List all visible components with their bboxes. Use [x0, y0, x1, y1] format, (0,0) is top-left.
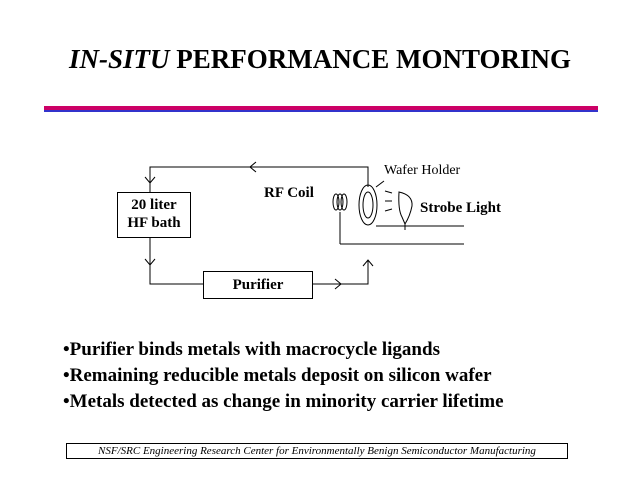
- strobe-light-label: Strobe Light: [420, 200, 501, 216]
- rf-coil-icon: [332, 193, 348, 211]
- purifier-box: Purifier: [203, 271, 313, 299]
- loop-left-line: [149, 238, 204, 285]
- arrow-right-up: [362, 259, 374, 267]
- arrow-top: [249, 161, 257, 173]
- bullet-item: •Remaining reducible metals deposit on s…: [63, 365, 492, 386]
- strobe-light-icon: [384, 190, 413, 230]
- bullet-item: •Purifier binds metals with macrocycle l…: [63, 339, 440, 360]
- arrow-left-bottom: [144, 258, 156, 266]
- bullet-list: •Purifier binds metals with macrocycle l…: [63, 337, 504, 415]
- hf-bath-box: 20 liter HF bath: [117, 192, 191, 238]
- arrow-bottom-right: [334, 278, 342, 290]
- wafer-holder-label: Wafer Holder: [384, 163, 461, 178]
- title-divider: [44, 106, 598, 110]
- title-italic-part: IN-SITU: [68, 44, 170, 74]
- bullet-item: •Metals detected as change in minority c…: [63, 391, 504, 412]
- arrow-left-top: [144, 176, 156, 184]
- rf-coil-label: RF Coil: [264, 185, 314, 201]
- wafer-pointer-line: [375, 180, 385, 188]
- footer-credit: NSF/SRC Engineering Research Center for …: [66, 443, 568, 459]
- slide-title: IN-SITU PERFORMANCE MONTORING: [0, 44, 640, 75]
- title-rest: PERFORMANCE MONTORING: [169, 44, 571, 74]
- hf-bath-line2: HF bath: [127, 215, 181, 231]
- hf-bath-line1: 20 liter: [131, 197, 177, 213]
- purifier-label: Purifier: [232, 277, 284, 293]
- loop-top-line: [149, 166, 369, 192]
- loop-bottom-line: [312, 260, 369, 285]
- wafer-holder-icon: [358, 184, 378, 226]
